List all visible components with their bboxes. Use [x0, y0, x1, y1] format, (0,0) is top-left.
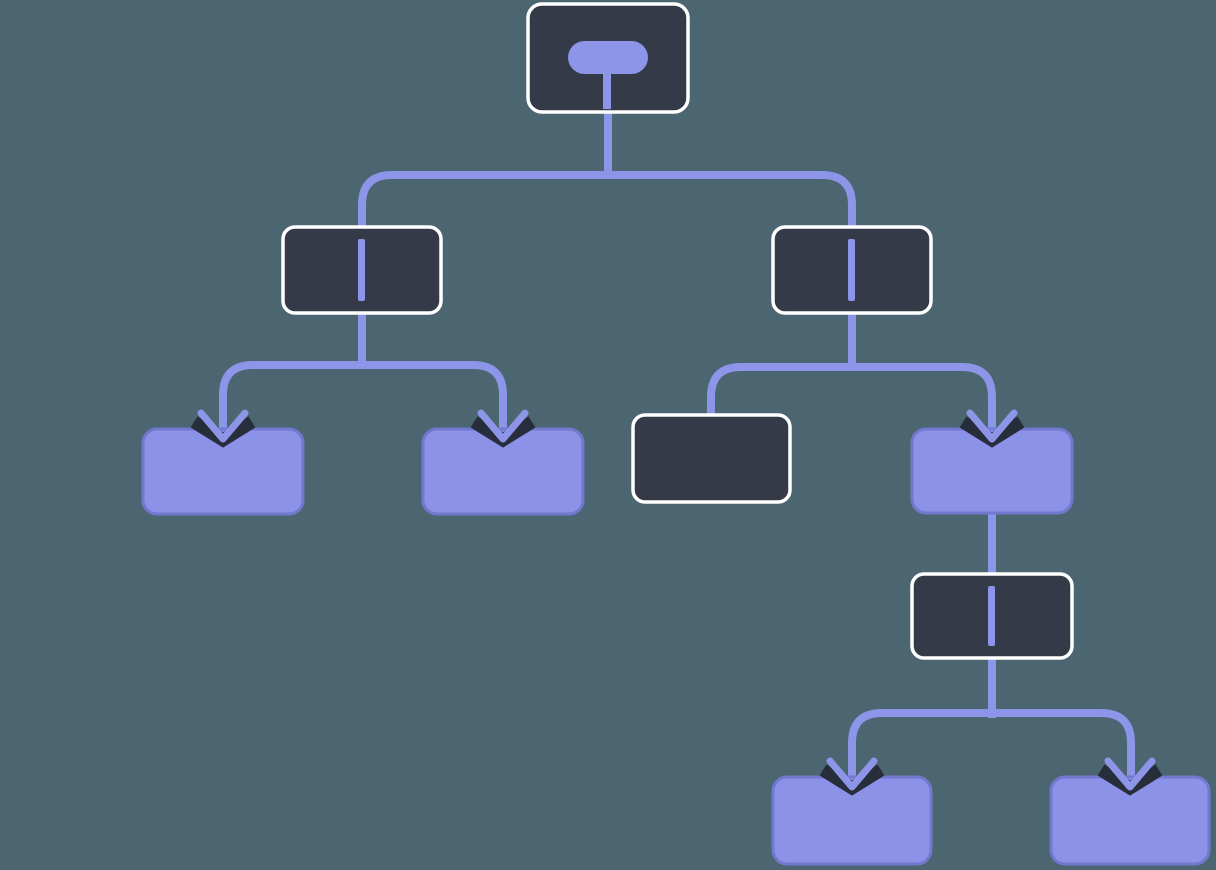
connector-branch-left-split [219, 361, 507, 431]
node-root[interactable] [526, 2, 690, 114]
node-branch-left[interactable] [281, 225, 443, 315]
chevron-double-down-icon [819, 757, 885, 796]
vertical-bar-icon [848, 239, 855, 301]
node-plain-dark[interactable] [631, 413, 792, 504]
arrow-markers [190, 409, 1163, 796]
chevron-double-down-icon [1097, 757, 1163, 796]
connectors [219, 108, 1135, 779]
pill-stem [603, 70, 611, 109]
node-leaf-5[interactable] [1049, 775, 1211, 866]
chevron-double-down-icon [959, 409, 1025, 448]
node-leaf-3[interactable] [910, 427, 1074, 515]
connector-branch-mid-split [848, 709, 1135, 779]
node-branch-right[interactable] [771, 225, 933, 315]
chevron-double-down-icon [190, 409, 256, 448]
node-leaf-1[interactable] [141, 427, 305, 516]
vertical-bar-icon [988, 586, 995, 646]
node-branch-mid[interactable] [910, 572, 1074, 660]
connector-branch-right-split [707, 363, 996, 431]
node-leaf-4[interactable] [771, 775, 933, 866]
vertical-bar-icon [358, 239, 365, 301]
chevron-double-down-icon [470, 409, 536, 448]
connector-root-split [358, 171, 856, 230]
node-leaf-2[interactable] [421, 427, 585, 516]
pill-icon [568, 41, 648, 74]
